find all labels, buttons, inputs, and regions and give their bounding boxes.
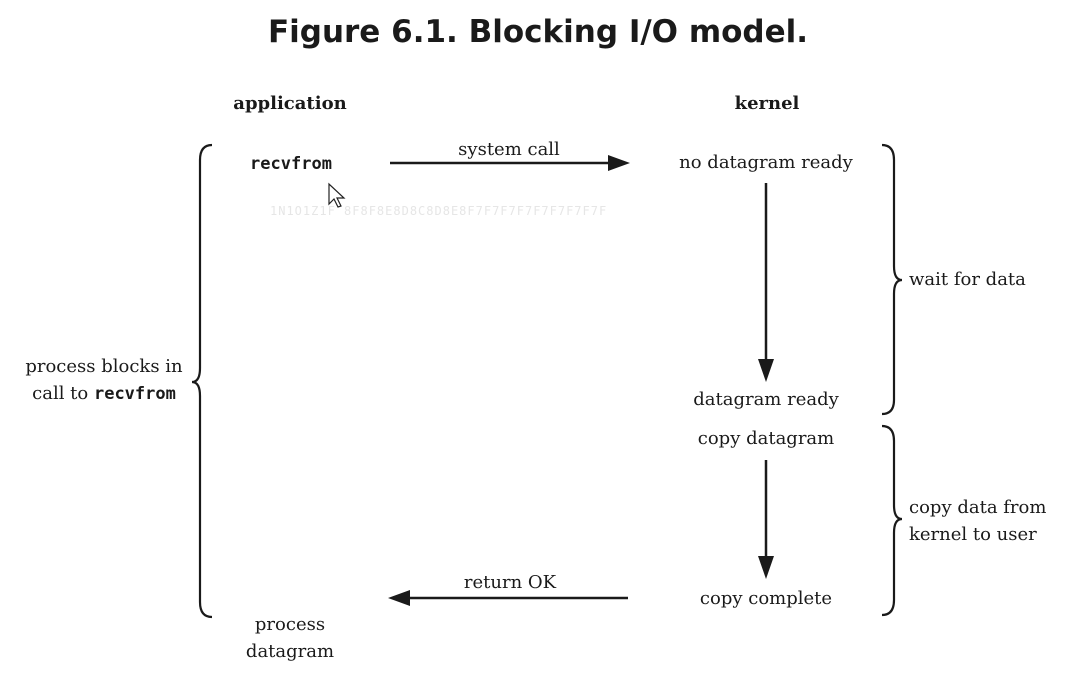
- kernel-heading: kernel: [735, 93, 800, 114]
- process-blocks-label-line2: call to recvfrom: [32, 383, 176, 404]
- watermark-text: 1N1O1Z1F 8F8F8E8D8C8D8E8F7F7F7F7F7F7F7F7…: [270, 204, 607, 218]
- copy-complete-label: copy complete: [700, 588, 832, 609]
- copy-data-label-line1: copy data from: [909, 497, 1046, 518]
- application-heading: application: [233, 93, 346, 114]
- recvfrom-code-text: recvfrom: [94, 384, 176, 404]
- process-datagram-line1: process: [255, 614, 325, 635]
- no-datagram-ready-label: no datagram ready: [679, 152, 854, 173]
- left-blocking-brace: [191, 143, 213, 619]
- copy-progress-arrow: [758, 460, 774, 579]
- recvfrom-call-label: recvfrom: [250, 154, 332, 174]
- copy-data-label-line2: kernel to user: [909, 524, 1037, 545]
- process-datagram-line2: datagram: [246, 641, 334, 662]
- copy-data-brace: [881, 424, 903, 617]
- mouse-cursor-icon: [328, 182, 346, 208]
- call-to-text: call to: [32, 383, 94, 404]
- datagram-ready-label: datagram ready: [693, 389, 839, 410]
- system-call-label: system call: [458, 139, 560, 160]
- return-ok-label: return OK: [464, 572, 557, 593]
- figure-title: Figure 6.1. Blocking I/O model.: [268, 14, 808, 50]
- wait-for-data-label: wait for data: [909, 269, 1026, 290]
- wait-for-data-brace: [881, 143, 903, 416]
- wait-progress-arrow: [758, 183, 774, 382]
- return-ok-arrow: [388, 590, 628, 606]
- copy-datagram-label: copy datagram: [698, 428, 834, 449]
- process-blocks-label-line1: process blocks in: [25, 356, 183, 377]
- system-call-arrow: [390, 155, 630, 171]
